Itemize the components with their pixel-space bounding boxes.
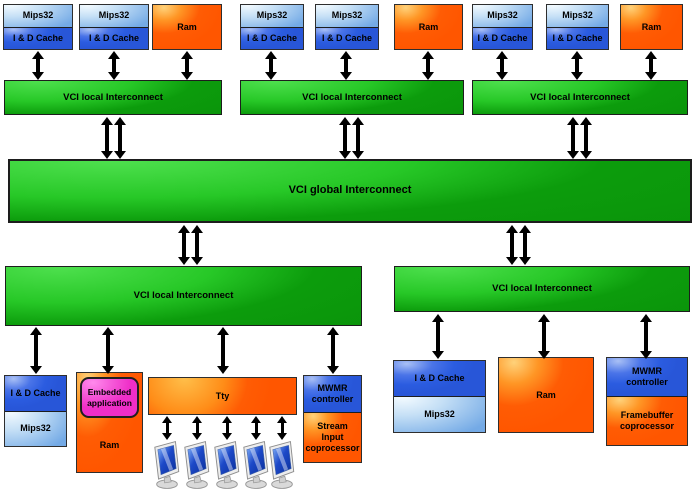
id-cache-block: I & D Cache	[473, 27, 532, 49]
bidirectional-arrow	[640, 314, 652, 359]
terminal-icon	[267, 440, 297, 490]
mwmr-controller-block: MWMR controller	[607, 358, 687, 397]
bidirectional-arrow	[496, 51, 508, 80]
mips32-cache-block: Mips32 I & D Cache	[472, 4, 533, 50]
ram-label: Ram	[99, 439, 120, 450]
id-cache-block: I & D Cache	[241, 27, 303, 49]
mips32-cache-block: Mips32 I & D Cache	[79, 4, 149, 50]
bidirectional-arrow	[161, 416, 173, 440]
mwmr-controller-block: MWMR controller	[304, 376, 361, 413]
terminal-icon	[152, 440, 182, 490]
bidirectional-arrow	[221, 416, 233, 440]
mips32-block: Mips32	[473, 5, 532, 28]
cache-mips32-block: I & D Cache Mips32	[393, 360, 486, 433]
bidirectional-arrow	[32, 51, 44, 80]
tty-block: Tty	[148, 377, 297, 415]
bidirectional-arrow	[191, 225, 203, 265]
mips32-block: Mips32	[4, 5, 72, 28]
ram-block: Embedded application Ram	[76, 372, 143, 473]
bidirectional-arrow	[108, 51, 120, 80]
local-interconnect-bus: VCI local Interconnect	[4, 80, 222, 115]
id-cache-block: I & D Cache	[5, 376, 66, 412]
cache-mips32-block: I & D Cache Mips32	[4, 375, 67, 447]
bidirectional-arrow	[181, 51, 193, 80]
local-interconnect-bus: VCI local Interconnect	[5, 266, 362, 326]
id-cache-block: I & D Cache	[547, 27, 608, 49]
bidirectional-arrow	[567, 117, 579, 159]
bidirectional-arrow	[571, 51, 583, 80]
mwmr-stream-block: MWMR controller Stream Input coprocessor	[303, 375, 362, 463]
bidirectional-arrow	[101, 117, 113, 159]
bidirectional-arrow	[276, 416, 288, 440]
ram-block: Ram	[152, 4, 222, 50]
terminal-icon	[182, 440, 212, 490]
local-interconnect-bus: VCI local Interconnect	[472, 80, 688, 115]
mwmr-framebuffer-block: MWMR controller Framebuffer coprocessor	[606, 357, 688, 446]
bidirectional-arrow	[352, 117, 364, 159]
ram-block: Ram	[620, 4, 683, 50]
bidirectional-arrow	[217, 327, 229, 374]
ram-block: Ram	[394, 4, 463, 50]
bidirectional-arrow	[327, 327, 339, 374]
bidirectional-arrow	[340, 51, 352, 80]
bidirectional-arrow	[102, 327, 114, 374]
mips32-cache-block: Mips32 I & D Cache	[315, 4, 379, 50]
terminal-icon	[212, 440, 242, 490]
id-cache-block: I & D Cache	[4, 27, 72, 49]
mips32-cache-block: Mips32 I & D Cache	[546, 4, 609, 50]
id-cache-label: I & D Cache	[12, 32, 63, 43]
bidirectional-arrow	[580, 117, 592, 159]
id-cache-block: I & D Cache	[394, 361, 485, 397]
bidirectional-arrow	[178, 225, 190, 265]
bidirectional-arrow	[265, 51, 277, 80]
bidirectional-arrow	[339, 117, 351, 159]
mips32-cache-block: Mips32 I & D Cache	[240, 4, 304, 50]
mips32-block: Mips32	[80, 5, 148, 28]
mips32-cache-block: Mips32 I & D Cache	[3, 4, 73, 50]
bidirectional-arrow	[250, 416, 262, 440]
mips32-block: Mips32	[316, 5, 378, 28]
bidirectional-arrow	[538, 314, 550, 359]
bidirectional-arrow	[30, 327, 42, 374]
bidirectional-arrow	[191, 416, 203, 440]
bidirectional-arrow	[422, 51, 434, 80]
bidirectional-arrow	[432, 314, 444, 359]
embedded-application-box: Embedded application	[80, 377, 139, 418]
mips32-block: Mips32	[5, 411, 66, 446]
local-interconnect-bus: VCI local Interconnect	[240, 80, 464, 115]
stream-input-coprocessor-block: Stream Input coprocessor	[304, 413, 361, 462]
bidirectional-arrow	[114, 117, 126, 159]
id-cache-block: I & D Cache	[80, 27, 148, 49]
bidirectional-arrow	[645, 51, 657, 80]
bidirectional-arrow	[506, 225, 518, 265]
mips32-block: Mips32	[241, 5, 303, 28]
global-interconnect-bus: VCI global Interconnect	[8, 159, 692, 223]
local-interconnect-bus: VCI local Interconnect	[394, 266, 690, 312]
mips32-block: Mips32	[547, 5, 608, 28]
ram-block: Ram	[498, 357, 594, 433]
framebuffer-coprocessor-block: Framebuffer coprocessor	[607, 397, 687, 445]
mips32-label: Mips32	[22, 10, 54, 21]
mips32-block: Mips32	[394, 397, 485, 432]
id-cache-block: I & D Cache	[316, 27, 378, 49]
bidirectional-arrow	[519, 225, 531, 265]
